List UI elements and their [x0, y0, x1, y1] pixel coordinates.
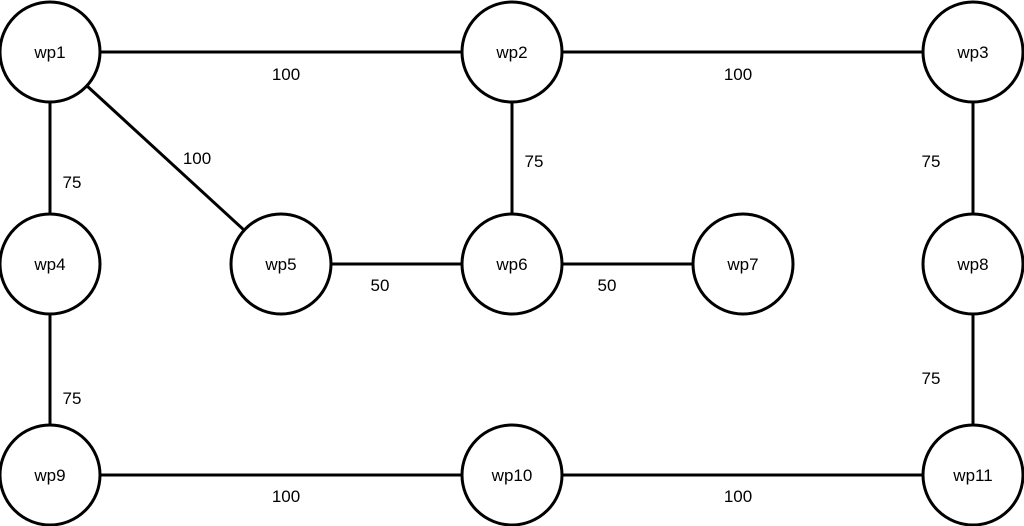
node-wp3: wp3	[921, 0, 1024, 104]
node-label: wp4	[33, 255, 65, 274]
edge-labels-layer: 100 100 75 100 75 75 50 50 75 75 100 100	[63, 65, 941, 506]
edge-weight-wp1-wp2: 100	[272, 65, 300, 84]
edge-weight-wp2-wp6: 75	[525, 152, 544, 171]
edge-weight-wp1-wp4: 75	[63, 173, 82, 192]
edge-weight-wp9-wp10: 100	[272, 487, 300, 506]
node-label: wp10	[491, 466, 533, 485]
node-label: wp5	[264, 255, 296, 274]
edge-weight-wp10-wp11: 100	[724, 487, 752, 506]
node-circle	[460, 423, 564, 526]
node-label: wp3	[956, 43, 988, 62]
node-circle	[921, 0, 1024, 104]
edge-weight-wp1-wp5: 100	[183, 149, 211, 168]
node-label: wp11	[952, 466, 992, 485]
node-circle	[921, 423, 1024, 526]
node-circle	[460, 0, 564, 104]
node-wp8: wp8	[921, 212, 1024, 316]
node-label: wp1	[33, 43, 65, 62]
node-circle	[0, 212, 102, 316]
node-wp4: wp4	[0, 212, 102, 316]
edge-weight-wp6-wp7: 50	[598, 276, 617, 295]
node-wp7: wp7	[691, 212, 795, 316]
node-label: wp7	[726, 255, 758, 274]
node-circle	[921, 212, 1024, 316]
edge-weight-wp5-wp6: 50	[371, 276, 390, 295]
edge-weight-wp8-wp11: 75	[922, 369, 941, 388]
node-wp11: wp11	[921, 423, 1024, 526]
node-label: wp2	[495, 43, 527, 62]
node-circle	[460, 212, 564, 316]
edge-weight-wp2-wp3: 100	[724, 65, 752, 84]
edge-wp1-wp5	[48, 50, 283, 266]
edge-weight-wp3-wp8: 75	[922, 152, 941, 171]
node-wp1: wp1	[0, 0, 102, 104]
node-wp6: wp6	[460, 212, 564, 316]
node-label: wp6	[495, 255, 527, 274]
node-label: wp8	[956, 255, 988, 274]
node-wp2: wp2	[460, 0, 564, 104]
node-wp5: wp5	[229, 212, 333, 316]
node-circle	[0, 0, 102, 104]
node-label: wp9	[33, 466, 65, 485]
node-circle	[229, 212, 333, 316]
node-circle	[691, 212, 795, 316]
edge-weight-wp4-wp9: 75	[63, 389, 82, 408]
node-circle	[0, 423, 102, 526]
node-wp10: wp10	[460, 423, 564, 526]
node-wp9: wp9	[0, 423, 102, 526]
